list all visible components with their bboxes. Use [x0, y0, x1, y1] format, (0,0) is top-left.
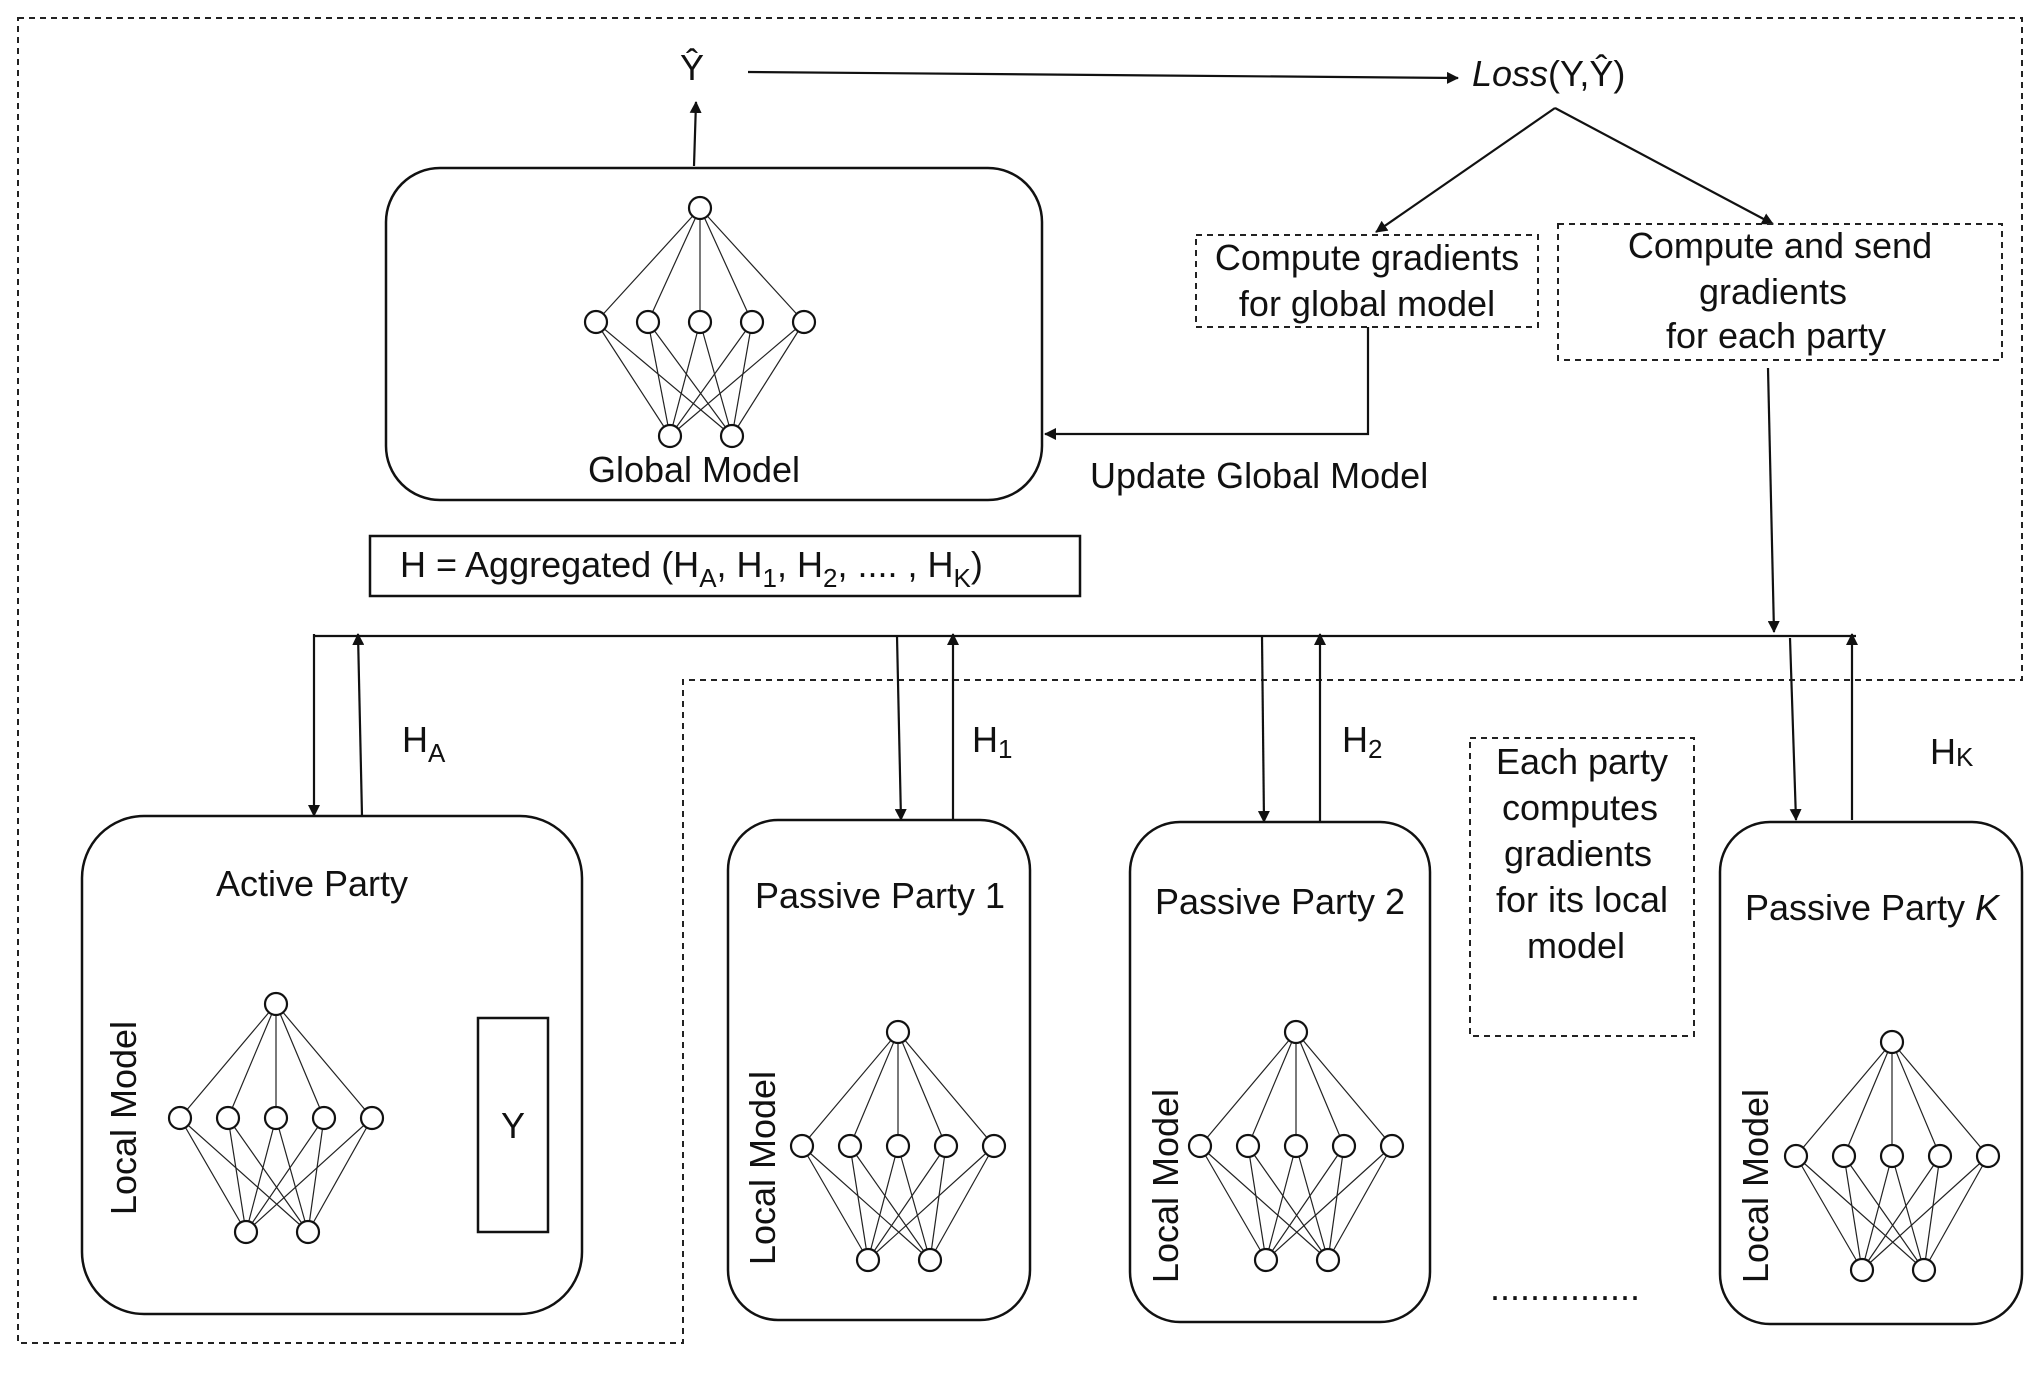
neuron-node — [1315, 1247, 1341, 1273]
passive-party-1-box — [726, 818, 1032, 1322]
neuron-node — [791, 309, 817, 335]
passive-party-k-title: Passive Party K — [1745, 887, 2001, 928]
neuron-node — [1927, 1143, 1953, 1169]
aggregation-box — [368, 534, 1082, 598]
update-global-label: Update Global Model — [1090, 455, 1428, 496]
neuron-node — [855, 1247, 881, 1273]
active-party-box — [80, 814, 584, 1316]
compute-global-line2: for global model — [1239, 283, 1495, 324]
passive-1-local-model-label: Local Model — [742, 1071, 783, 1265]
global-model-label: Global Model — [588, 449, 800, 490]
neuron-node — [359, 1105, 385, 1131]
passive-1-neural-net-icon — [789, 1019, 1007, 1273]
passive-k-local-model-label: Local Model — [1735, 1089, 1776, 1283]
neuron-node — [837, 1133, 863, 1159]
neuron-node — [167, 1105, 193, 1131]
passive1-down-arrow — [894, 635, 907, 821]
gradients-to-bus-arrow — [1766, 367, 1780, 633]
compute-send-gradients-box — [1557, 223, 2003, 361]
neuron-node — [1283, 1019, 1309, 1045]
note-line4: for its local — [1496, 879, 1668, 920]
neuron-node — [1831, 1143, 1857, 1169]
neuron-node — [981, 1133, 1007, 1159]
server-region-boundary — [17, 17, 2023, 1344]
note-line3: gradients — [1504, 833, 1652, 874]
neuron-node — [1331, 1133, 1357, 1159]
embedding-h2-label: H2 — [1342, 719, 1382, 764]
local-gradients-note-box — [1469, 737, 1695, 1037]
neuron-node — [687, 309, 713, 335]
note-line5: model — [1527, 925, 1625, 966]
neuron-node — [687, 195, 713, 221]
neuron-node — [1187, 1133, 1213, 1159]
update-global-arrow — [1044, 327, 1370, 440]
more-parties-ellipsis: ............... — [1490, 1267, 1640, 1308]
neuron-node — [1849, 1257, 1875, 1283]
active-party-title: Active Party — [216, 863, 408, 904]
neuron-node — [719, 423, 745, 449]
passive-k-neural-net-icon — [1783, 1029, 2001, 1283]
passive2-down-arrow — [1257, 635, 1270, 823]
active-up-arrow — [352, 633, 365, 817]
passive-2-neural-net-icon — [1187, 1019, 1405, 1273]
loss-to-global-grad-arrow — [1375, 107, 1556, 233]
neuron-node — [933, 1133, 959, 1159]
labels-box — [476, 1016, 550, 1234]
neuron-node — [263, 1105, 289, 1131]
passiveK-down-arrow — [1788, 637, 1802, 821]
note-line1: Each party — [1496, 741, 1668, 782]
loss-to-party-grad-arrow — [1554, 107, 1774, 225]
prediction-label: Ŷ — [680, 47, 704, 88]
neuron-node — [635, 309, 661, 335]
neuron-node — [1283, 1133, 1309, 1159]
compute-send-line1: Compute and send — [1628, 225, 1932, 266]
embedding-h1-label: H1 — [972, 719, 1012, 764]
neuron-node — [583, 309, 609, 335]
global-model-box — [384, 166, 1044, 502]
prediction-to-loss-arrow — [747, 70, 1459, 84]
compute-send-line2: gradients — [1699, 271, 1847, 312]
neuron-node — [263, 991, 289, 1017]
passive-party-k-box — [1718, 820, 2024, 1326]
labels-y: Y — [501, 1105, 525, 1146]
note-line2: computes — [1502, 787, 1658, 828]
compute-send-line3: for each party — [1666, 315, 1886, 356]
neuron-node — [1911, 1257, 1937, 1283]
compute-global-line1: Compute gradients — [1215, 237, 1519, 278]
neuron-node — [233, 1219, 259, 1245]
loss-label: Loss(Y,Ŷ) — [1472, 53, 1625, 94]
aggregation-formula: H = Aggregated (HA, H1, H2, .... , HK) — [400, 544, 983, 593]
neuron-node — [1235, 1133, 1261, 1159]
passive-party-1-title: Passive Party 1 — [755, 875, 1005, 916]
neuron-node — [311, 1105, 337, 1131]
neuron-node — [1975, 1143, 2001, 1169]
neuron-node — [1783, 1143, 1809, 1169]
neuron-node — [885, 1133, 911, 1159]
global-neural-net-icon — [583, 195, 817, 449]
neuron-node — [657, 423, 683, 449]
active-neural-net-icon — [167, 991, 385, 1245]
embedding-hk-label: HK — [1930, 731, 1974, 772]
neuron-node — [1379, 1133, 1405, 1159]
neuron-node — [917, 1247, 943, 1273]
passive-party-2-box — [1128, 820, 1432, 1324]
neuron-node — [1879, 1143, 1905, 1169]
global-to-prediction-arrow — [689, 101, 702, 167]
neuron-node — [1253, 1247, 1279, 1273]
neuron-node — [215, 1105, 241, 1131]
neuron-node — [1879, 1029, 1905, 1055]
embedding-ha-label: HA — [402, 719, 446, 768]
passive-2-local-model-label: Local Model — [1145, 1089, 1186, 1283]
neuron-node — [885, 1019, 911, 1045]
active-local-model-label: Local Model — [103, 1021, 144, 1215]
neuron-node — [295, 1219, 321, 1245]
neuron-node — [739, 309, 765, 335]
passive-party-2-title: Passive Party 2 — [1155, 881, 1405, 922]
neuron-node — [789, 1133, 815, 1159]
